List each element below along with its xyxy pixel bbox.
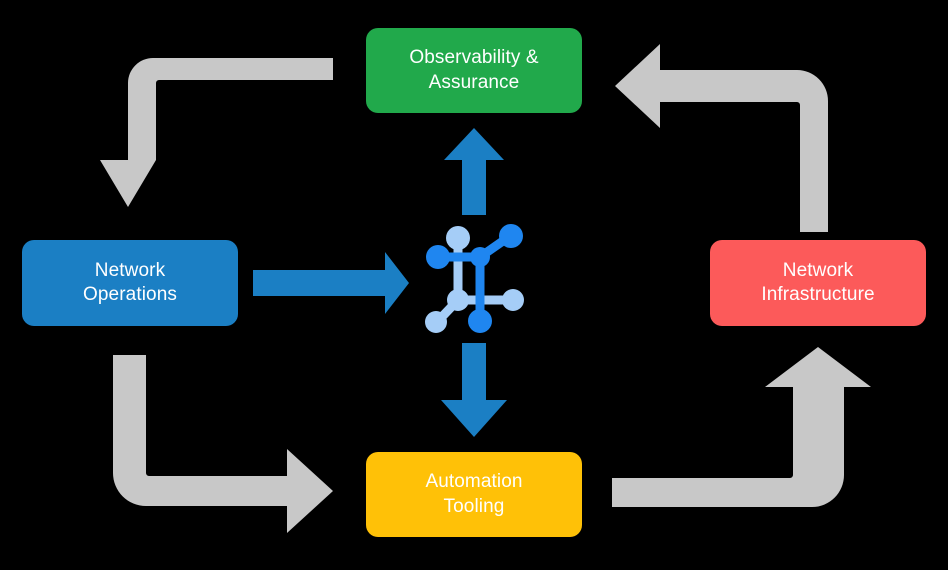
arrow-automation-to-netinfra xyxy=(612,347,871,507)
node-network-operations[interactable]: Network Operations xyxy=(22,240,238,326)
node-network-infrastructure[interactable]: Network Infrastructure xyxy=(710,240,926,326)
topology-node-right-lower xyxy=(502,289,524,311)
arrow-netops-to-automation xyxy=(113,355,333,533)
arrow-center-to-observability xyxy=(444,128,504,215)
topology-node-bottom-left xyxy=(425,311,447,333)
topology-node-mid-left xyxy=(447,289,469,311)
arrow-center-to-automation xyxy=(441,343,507,437)
node-network-operations-label: Network Operations xyxy=(83,259,177,305)
node-observability-and-assurance[interactable]: Observability & Assurance xyxy=(366,28,582,113)
topology-node-bottom xyxy=(468,309,492,333)
topology-node-top-left xyxy=(446,226,470,250)
arrow-netinfra-to-observability xyxy=(615,44,828,232)
arrow-observability-to-netops xyxy=(100,58,333,207)
network-topology-icon xyxy=(425,224,524,333)
arrow-netops-to-center xyxy=(253,252,409,314)
node-network-infrastructure-label: Network Infrastructure xyxy=(761,259,875,305)
topology-nodes-secondary xyxy=(425,226,524,333)
topology-nodes-primary xyxy=(426,224,523,333)
topology-node-left xyxy=(426,245,450,269)
topology-node-hub xyxy=(470,247,490,267)
node-automation-tooling[interactable]: Automation Tooling xyxy=(366,452,582,537)
node-automation-tooling-label: Automation Tooling xyxy=(425,471,523,517)
topology-node-top-right xyxy=(499,224,523,248)
node-observability-label: Observability & Assurance xyxy=(409,47,539,93)
